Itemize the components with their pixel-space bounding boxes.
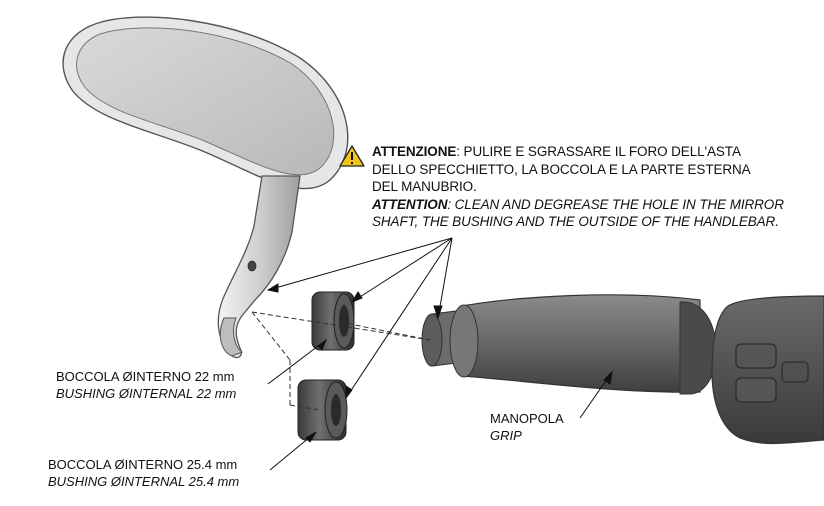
mirror-head	[62, 16, 349, 190]
warning-arrows	[266, 237, 453, 400]
bushing-22-it: BOCCOLA ØINTERNO 22 mm	[56, 369, 235, 384]
warning-it-line1: : PULIRE E SGRASSARE IL FORO DELL'ASTA	[456, 144, 741, 159]
label-leaders	[267, 338, 613, 471]
warning-en-bold: ATTENTION	[372, 196, 448, 212]
bushing-25-label: BOCCOLA ØINTERNO 25.4 mm BUSHING ØINTERN…	[48, 456, 239, 490]
grip-label: MANOPOLA GRIP	[490, 410, 564, 444]
bushing-25-it: BOCCOLA ØINTERNO 25.4 mm	[48, 457, 238, 472]
mirror-arm	[217, 175, 301, 359]
warning-en-line2: SHAFT, THE BUSHING AND THE OUTSIDE OF TH…	[372, 214, 779, 229]
warning-it-bold: ATTENZIONE	[372, 144, 457, 159]
warning-en-line1: : CLEAN AND DEGREASE THE HOLE IN THE MIR…	[447, 196, 784, 212]
grip-it: MANOPOLA	[490, 411, 564, 426]
assembly-lines	[251, 311, 431, 411]
warning-italian: ATTENZIONE: PULIRE E SGRASSARE IL FORO D…	[372, 143, 784, 161]
warning-it-line3: DEL MANUBRIO.	[372, 179, 477, 194]
warning-text: ATTENZIONE: PULIRE E SGRASSARE IL FORO D…	[372, 143, 784, 231]
warning-english: ATTENTION: CLEAN AND DEGREASE THE HOLE I…	[372, 196, 784, 214]
bushing-25-4mm	[297, 379, 348, 441]
handlebar-grip	[421, 294, 717, 395]
bushing-22-en: BUSHING ØINTERNAL 22 mm	[56, 386, 237, 401]
bushing-22-label: BOCCOLA ØINTERNO 22 mm BUSHING ØINTERNAL…	[56, 368, 236, 402]
switch-housing	[711, 295, 824, 445]
bushing-25-en: BUSHING ØINTERNAL 25.4 mm	[48, 474, 240, 489]
warning-triangle-icon	[339, 145, 365, 167]
bushing-22mm	[311, 291, 355, 351]
warning-it-line2: DELLO SPECCHIETTO, LA BOCCOLA E LA PARTE…	[372, 161, 751, 177]
grip-en: GRIP	[490, 428, 522, 443]
